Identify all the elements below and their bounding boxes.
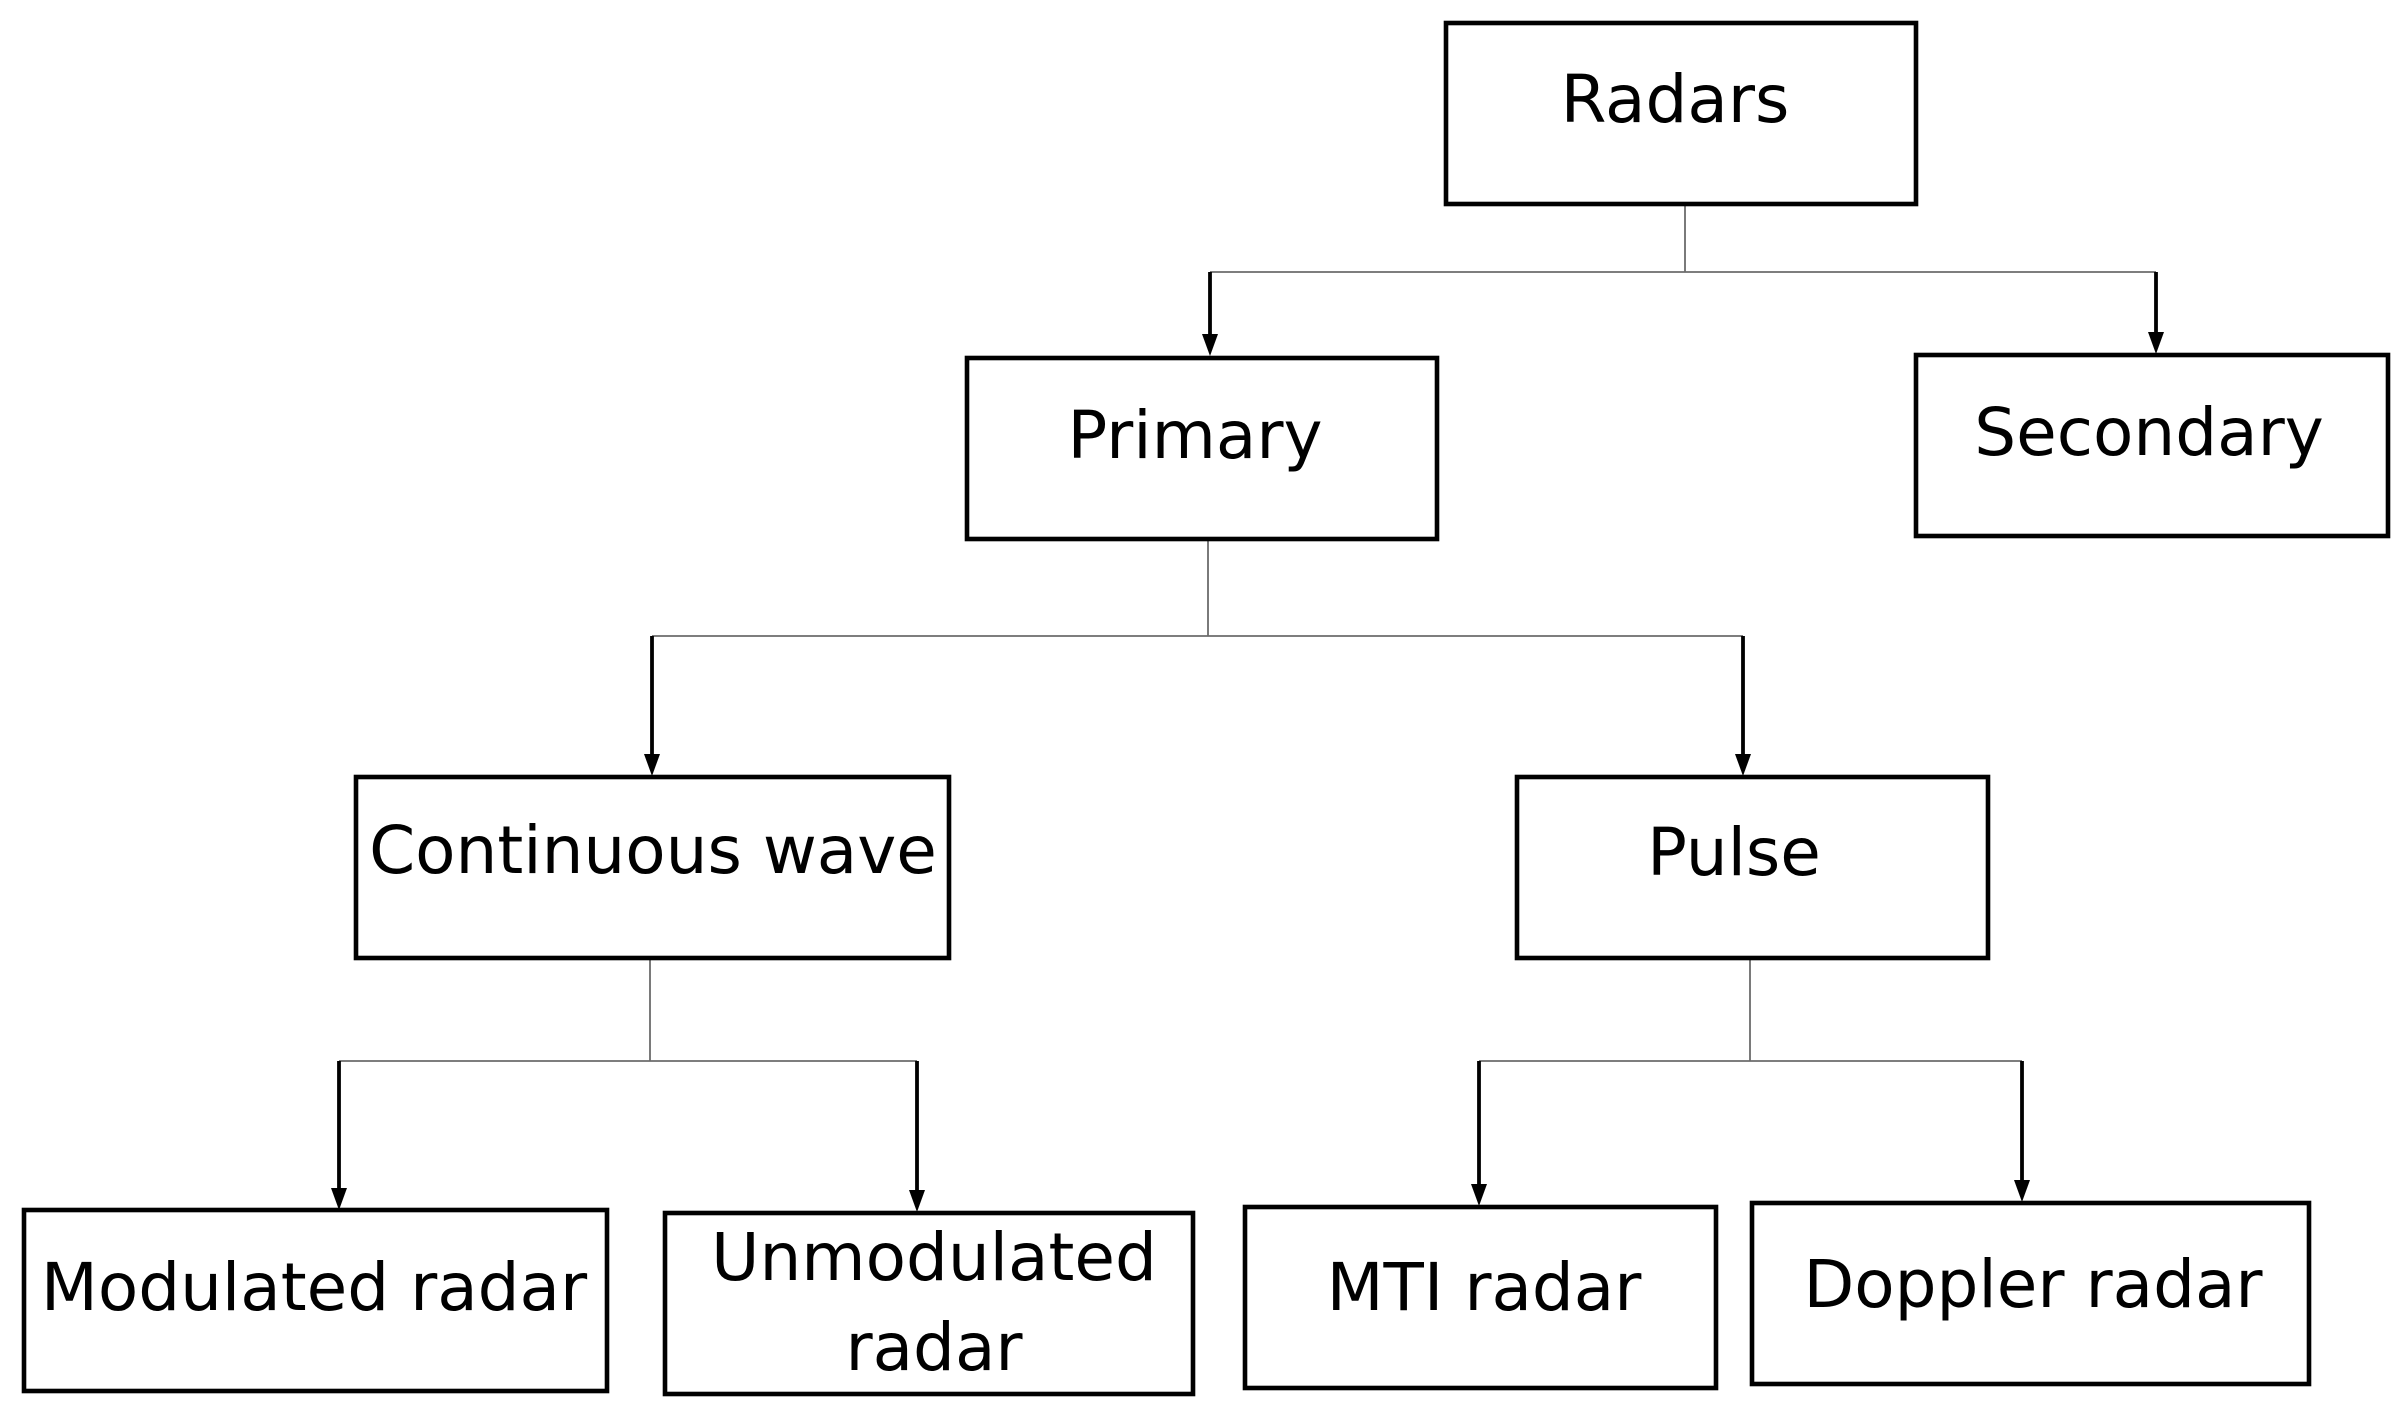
node-box-secondary (1913, 352, 2391, 539)
arrowhead-to-primary (1202, 334, 1218, 356)
node-doppler-radar: Doppler radar (1749, 1200, 2312, 1387)
node-box-doppler-radar (1749, 1200, 2312, 1387)
node-label-continuous-wave: Continuous wave (369, 812, 937, 889)
node-label-unmodulated-radar-line1: Unmodulated (711, 1219, 1157, 1296)
node-box-modulated-radar (21, 1207, 610, 1394)
edge-group-continuous-wave (331, 958, 925, 1212)
edge-group-radars (1202, 204, 2164, 356)
node-box-continuous-wave (353, 774, 952, 961)
node-label-primary: Primary (1067, 397, 1322, 474)
node-radars: Radars (1443, 20, 1919, 207)
node-continuous-wave: Continuous wave (353, 774, 952, 961)
node-box-unmodulated-radar (662, 1210, 1196, 1397)
node-mti-radar: MTI radar (1242, 1204, 1719, 1391)
node-primary: Primary (964, 355, 1440, 542)
node-label-unmodulated-radar-line2: radar (845, 1309, 1023, 1386)
node-label-radars: Radars (1561, 61, 1790, 138)
node-box-mti-radar (1242, 1204, 1719, 1391)
node-unmodulated-radar: Unmodulated radar (662, 1210, 1196, 1397)
edge-group-primary (644, 536, 1751, 776)
node-label-secondary: Secondary (1974, 394, 2324, 471)
node-modulated-radar: Modulated radar (21, 1207, 610, 1394)
arrowhead-to-doppler-radar (2014, 1180, 2030, 1202)
node-box-pulse (1514, 774, 1991, 961)
node-box-primary (964, 355, 1440, 542)
node-label-pulse: Pulse (1647, 814, 1821, 891)
node-label-mti-radar: MTI radar (1327, 1249, 1643, 1326)
arrowhead-to-mti-radar (1471, 1184, 1487, 1206)
arrowhead-to-pulse (1735, 754, 1751, 776)
node-label-modulated-radar: Modulated radar (41, 1249, 588, 1326)
arrowhead-to-unmodulated-radar (909, 1190, 925, 1212)
node-label-doppler-radar: Doppler radar (1803, 1246, 2263, 1323)
arrowhead-to-continuous-wave (644, 754, 660, 776)
node-pulse: Pulse (1514, 774, 1991, 961)
node-secondary: Secondary (1913, 352, 2391, 539)
node-box-radars (1443, 20, 1919, 207)
arrowhead-to-modulated-radar (331, 1188, 347, 1210)
edge-group-pulse (1471, 958, 2030, 1206)
arrowhead-to-secondary (2148, 332, 2164, 354)
